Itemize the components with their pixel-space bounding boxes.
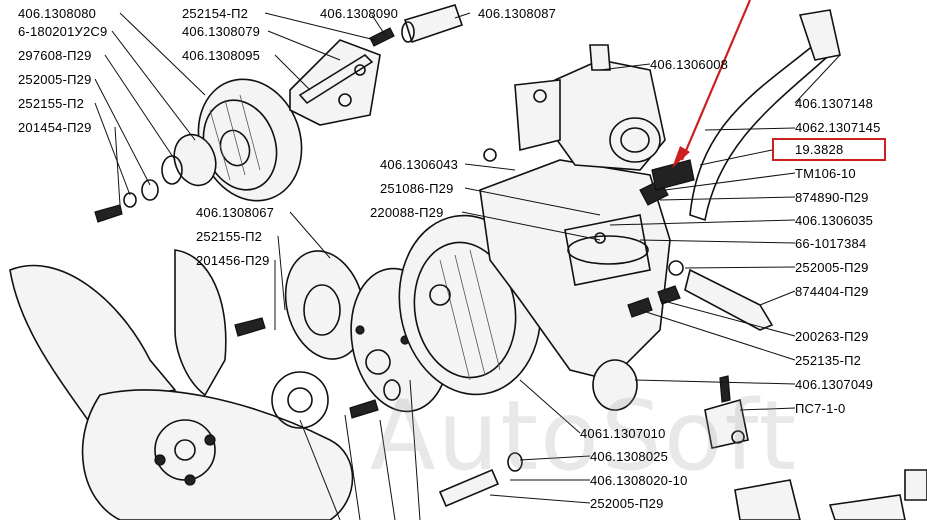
part-label: 406.1308079 bbox=[182, 24, 261, 39]
part-label: 406.1306043 bbox=[380, 157, 459, 172]
part-label: 4061.1307010 bbox=[580, 426, 666, 441]
part-label: 406.1308087 bbox=[478, 6, 557, 21]
partial-parts-bottom-right bbox=[734, 469, 927, 520]
part-label: 406.1306008 bbox=[650, 57, 729, 72]
part-label: 4062.1307145 bbox=[795, 120, 881, 135]
part-label: 251086-П29 bbox=[380, 181, 454, 196]
watermark: AutoSoft bbox=[370, 380, 799, 492]
part-label: ПС7-1-0 bbox=[795, 401, 846, 416]
part-label: 874404-П29 bbox=[795, 284, 869, 299]
part-label: 406.1308020-10 bbox=[590, 473, 688, 488]
part-label: 406.1307148 bbox=[795, 96, 874, 111]
part-label: 406.1308080 bbox=[18, 6, 97, 21]
hose bbox=[651, 9, 841, 222]
part-label: 406.1308090 bbox=[320, 6, 399, 21]
part-label: 252135-П2 bbox=[795, 353, 862, 368]
part-label: 201454-П29 bbox=[18, 120, 92, 135]
part-label: 200263-П29 bbox=[795, 329, 869, 344]
part-label: 252154-П2 bbox=[182, 6, 249, 21]
part-label: 406.1308025 bbox=[590, 449, 669, 464]
part-label: 66-1017384 bbox=[795, 236, 867, 251]
part-label: 220088-П29 bbox=[370, 205, 444, 220]
part-label: 252155-П2 bbox=[18, 96, 85, 111]
part-label: 252005-П29 bbox=[590, 496, 664, 511]
part-label: 406.1306035 bbox=[795, 213, 874, 228]
highlight-arrow bbox=[672, 0, 752, 168]
highlight-box bbox=[772, 138, 886, 161]
tensioner-pulley-top bbox=[94, 78, 303, 223]
leader-lines bbox=[94, 12, 841, 520]
part-label: 406.1307049 bbox=[795, 377, 874, 392]
part-label: 201456-П29 bbox=[196, 253, 270, 268]
part-label: ТМ106-10 bbox=[795, 166, 856, 181]
part-label: 406.1308095 bbox=[182, 48, 261, 63]
part-label: 252155-П2 bbox=[196, 229, 263, 244]
fan-blades bbox=[9, 249, 354, 520]
part-label: 252005-П29 bbox=[795, 260, 869, 275]
part-label: 406.1308067 bbox=[196, 205, 275, 220]
part-label: 297608-П29 bbox=[18, 48, 92, 63]
part-label: 6-180201У2С9 bbox=[18, 24, 108, 39]
tensioner-bracket bbox=[289, 4, 464, 126]
part-label: 252005-П29 bbox=[18, 72, 92, 87]
highlighted-part-label: 19.3828 bbox=[795, 142, 844, 157]
part-label: 874890-П29 bbox=[795, 190, 869, 205]
